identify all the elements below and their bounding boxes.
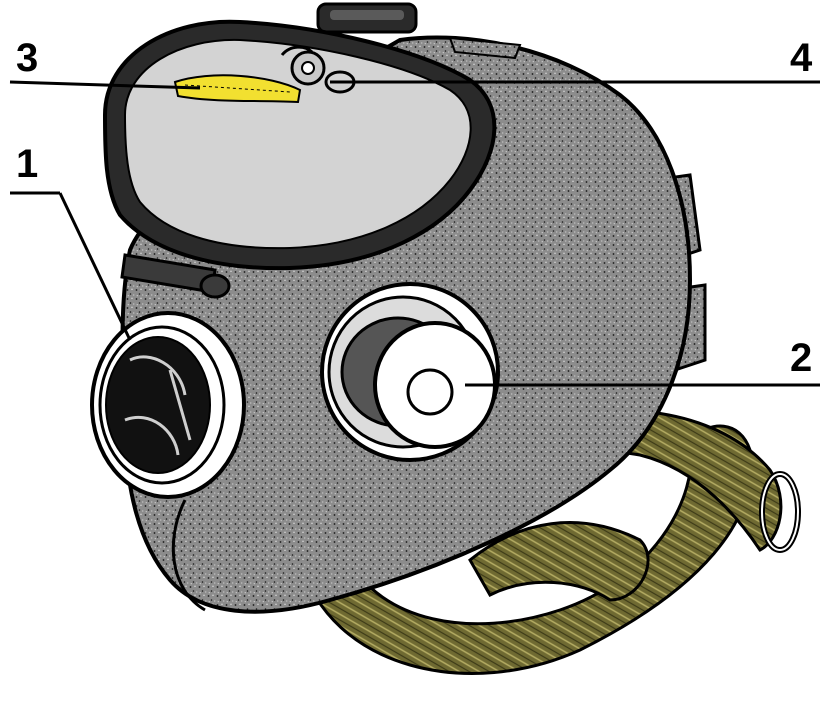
callout-label-2: 2 [790, 338, 812, 378]
callout-label-4: 4 [790, 38, 812, 78]
exhalation-valve-part [322, 284, 498, 460]
inhalation-valve-box-part [92, 313, 244, 497]
callout-label-1: 1 [16, 144, 38, 184]
callout-label-3: 3 [16, 38, 38, 78]
